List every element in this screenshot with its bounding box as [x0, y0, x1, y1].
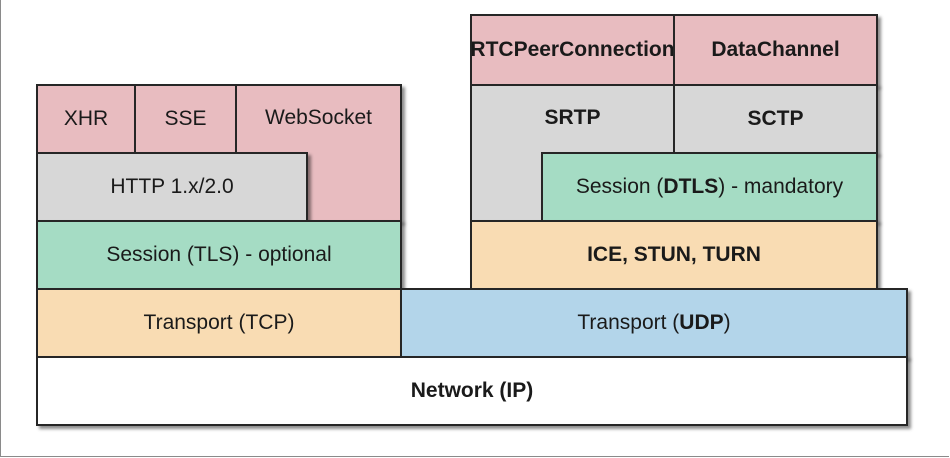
network-ip-block: Network (IP): [36, 356, 908, 426]
xhr-label: XHR: [63, 107, 109, 130]
rtcpeerconnection-block: RTCPeerConnection: [470, 14, 675, 86]
dtls-session-block: Session (DTLS) - mandatory: [541, 152, 878, 222]
dtls-prefix: Session (: [575, 175, 664, 198]
udp-transport-text: Transport (UDP): [577, 311, 730, 335]
rtcpeerconnection-label: RTCPeerConnection: [470, 38, 675, 61]
datachannel-block: DataChannel: [673, 14, 878, 86]
http-block: HTTP 1.x/2.0: [36, 152, 308, 222]
network-ip-text: Network (IP): [411, 379, 534, 403]
udp-bold: UDP: [679, 311, 724, 334]
tcp-transport-label: Transport (TCP): [143, 311, 295, 334]
ice-stun-turn-label: ICE, STUN, TURN: [587, 243, 761, 266]
network-bold: IP: [506, 379, 527, 402]
websocket-label: WebSocket: [265, 106, 372, 129]
network-suffix: ): [526, 379, 534, 402]
udp-prefix: Transport (: [577, 311, 680, 334]
datachannel-label: DataChannel: [711, 38, 840, 61]
udp-suffix: ): [723, 311, 731, 334]
dtls-suffix: ) - mandatory: [718, 175, 844, 198]
network-prefix: Network (: [410, 379, 507, 402]
ice-stun-turn-block: ICE, STUN, TURN: [470, 220, 878, 290]
sse-block: SSE: [134, 84, 237, 154]
sctp-label: SCTP: [747, 107, 804, 130]
tls-session-label: Session (TLS) - optional: [106, 243, 332, 266]
sse-label: SSE: [164, 107, 207, 130]
tcp-transport-block: Transport (TCP): [36, 288, 402, 358]
xhr-block: XHR: [36, 84, 136, 154]
srtp-label: SRTP: [544, 106, 601, 129]
dtls-bold: DTLS: [663, 175, 719, 198]
tls-session-block: Session (TLS) - optional: [36, 220, 402, 290]
dtls-session-text: Session (DTLS) - mandatory: [576, 175, 843, 199]
sctp-block: SCTP: [673, 84, 878, 154]
udp-transport-block: Transport (UDP): [400, 288, 908, 358]
http-label: HTTP 1.x/2.0: [110, 175, 234, 198]
